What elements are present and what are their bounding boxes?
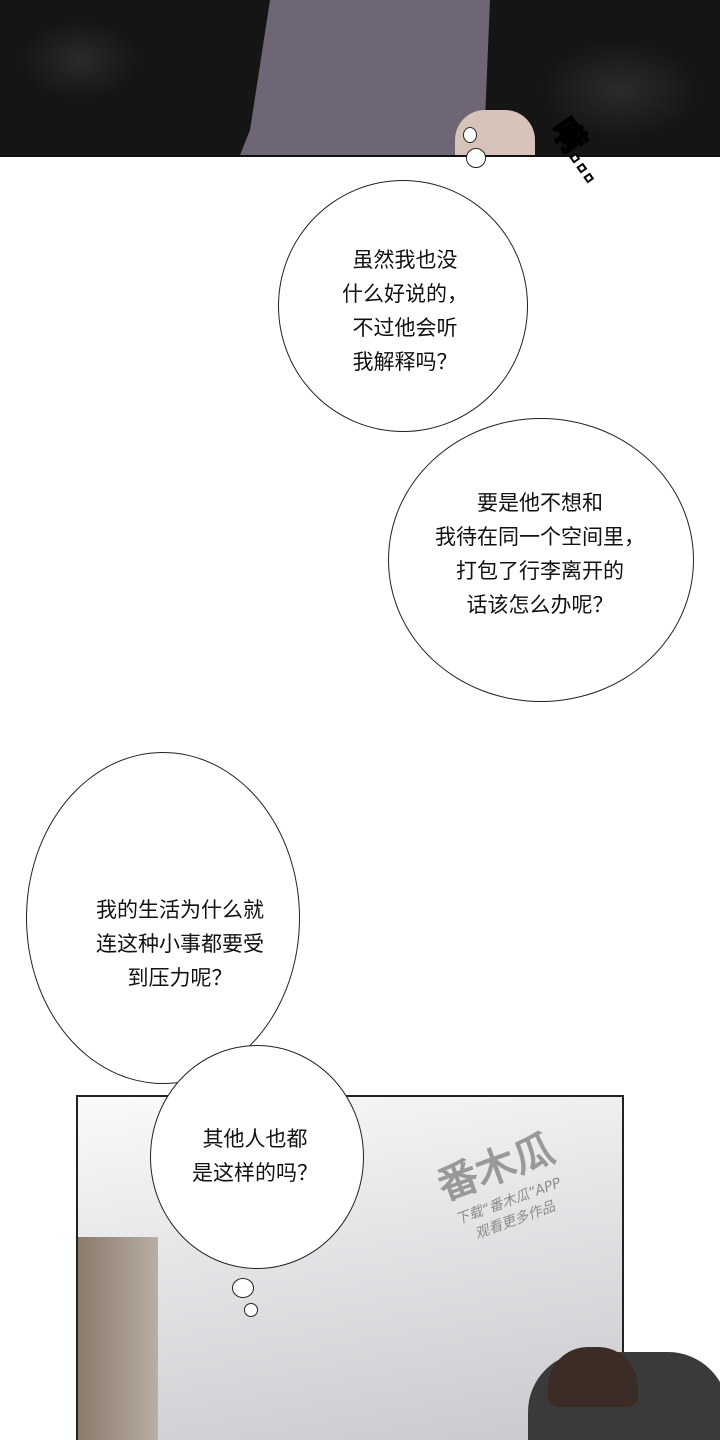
text-line: 我待在同一个空间里， [435,525,645,549]
text-line: 话该怎么办呢？ [466,593,614,617]
bubble-2-text: 要是他不想和 我待在同一个空间里， 打包了行李离开的 话该怎么办呢？ [410,486,670,622]
thought-bubble-4 [150,1045,364,1269]
thought-dot [463,127,477,143]
text-line: 到压力呢？ [127,966,233,990]
character-neck [240,0,490,155]
text-line: 什么好说的， [342,282,468,306]
text-line: 我的生活为什么就 [96,898,264,922]
thought-bubble-1 [278,180,528,432]
top-panel-dark-background: 嗬... [0,0,720,190]
thought-dot [466,148,486,168]
thought-dot [244,1303,258,1317]
thought-bubble-2 [388,418,694,702]
bubble-3-text: 我的生活为什么就 连这种小事都要受 到压力呢？ [55,893,305,995]
text-line: 我解释吗？ [352,350,458,374]
text-line: 其他人也都 [202,1127,308,1151]
text-line: 不过他会听 [352,316,458,340]
door [78,1237,158,1440]
text-line: 打包了行李离开的 [456,559,624,583]
bubble-1-text: 虽然我也没 什么好说的， 不过他会听 我解释吗？ [320,243,490,379]
character-hair [548,1347,638,1407]
sound-effect: 嗬... [543,110,615,190]
bubble-4-text: 其他人也都 是这样的吗？ [165,1122,345,1190]
text-line: 虽然我也没 [352,248,458,272]
text-line: 是这样的吗？ [192,1161,318,1185]
text-line: 要是他不想和 [477,491,603,515]
thought-dot [232,1278,254,1298]
thought-bubble-3 [26,752,300,1084]
text-line: 连这种小事都要受 [96,932,264,956]
